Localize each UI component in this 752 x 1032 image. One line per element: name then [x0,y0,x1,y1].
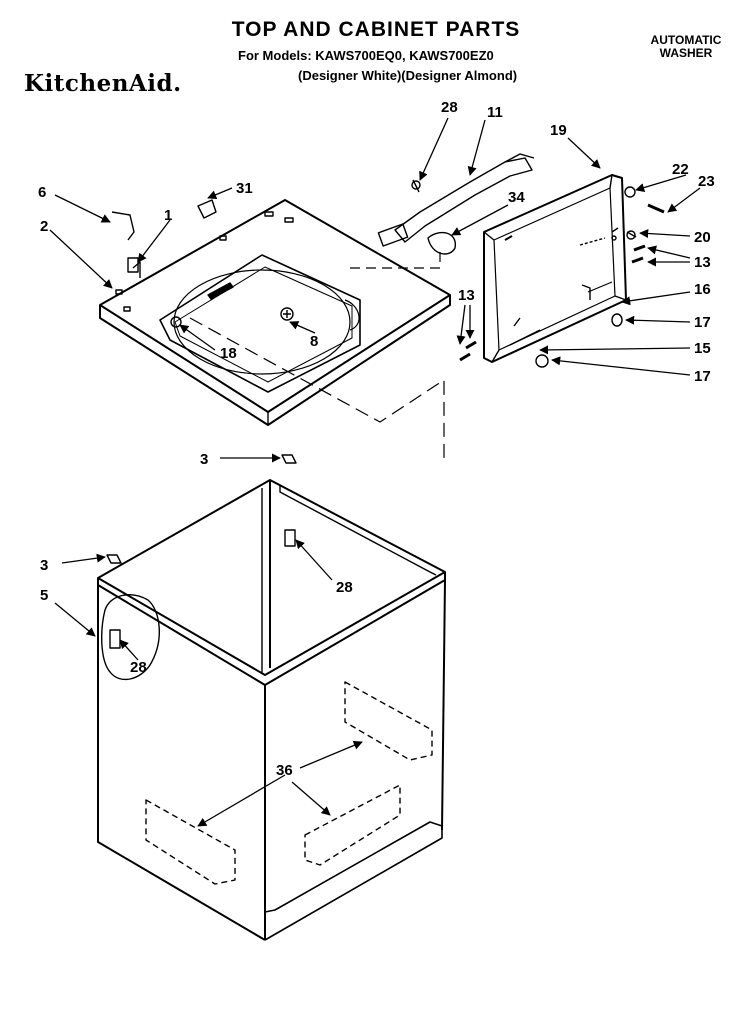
callout-28: 28 [441,99,458,116]
callout-16: 16 [694,281,711,298]
callout-34: 34 [508,189,525,206]
brand-logo: KitchenAid. [24,70,182,97]
callout-36: 36 [276,762,293,779]
callout-2: 2 [40,218,48,235]
leader-arrows [49,117,701,827]
callout-19: 19 [550,122,567,139]
lid-assembly [483,174,627,363]
callout-8: 8 [310,333,318,350]
callout-18: 18 [220,345,237,362]
callout-20: 20 [694,229,711,246]
callout-6: 6 [38,184,46,201]
callout-13-right: 13 [694,254,711,271]
callout-23: 23 [698,173,715,190]
callout-28-front: 28 [130,659,147,676]
page-title: TOP AND CABINET PARTS [231,18,521,41]
callout-1: 1 [164,207,172,224]
callout-3-lower: 3 [40,557,48,574]
product-type: AUTOMATIC WASHER [630,34,742,60]
assembly-line-switch [350,250,441,269]
callout-15: 15 [694,340,711,357]
callout-5: 5 [40,587,48,604]
callout-labels: 28 11 19 6 31 34 22 23 1 2 20 13 16 13 1… [38,99,715,779]
callout-3-upper: 3 [200,451,208,468]
callout-13-left: 13 [458,287,475,304]
callout-28-cabinet: 28 [336,579,353,596]
assembly-line-top [189,317,445,460]
callout-31: 31 [236,180,253,197]
callout-17-lower: 17 [694,368,711,385]
washer-top-panel [99,199,451,426]
washer-cabinet [97,454,446,941]
lid-switch-harness [377,153,535,255]
callout-17-upper: 17 [694,314,711,331]
product-line-2: WASHER [659,46,713,60]
callout-22: 22 [672,161,689,178]
callout-11: 11 [487,104,503,121]
models-line: For Models: KAWS700EQ0, KAWS700EZ0 [238,48,494,63]
hardware-parts [111,186,665,368]
designer-line: (Designer White)(Designer Almond) [298,68,518,83]
product-line-1: AUTOMATIC [650,33,722,47]
